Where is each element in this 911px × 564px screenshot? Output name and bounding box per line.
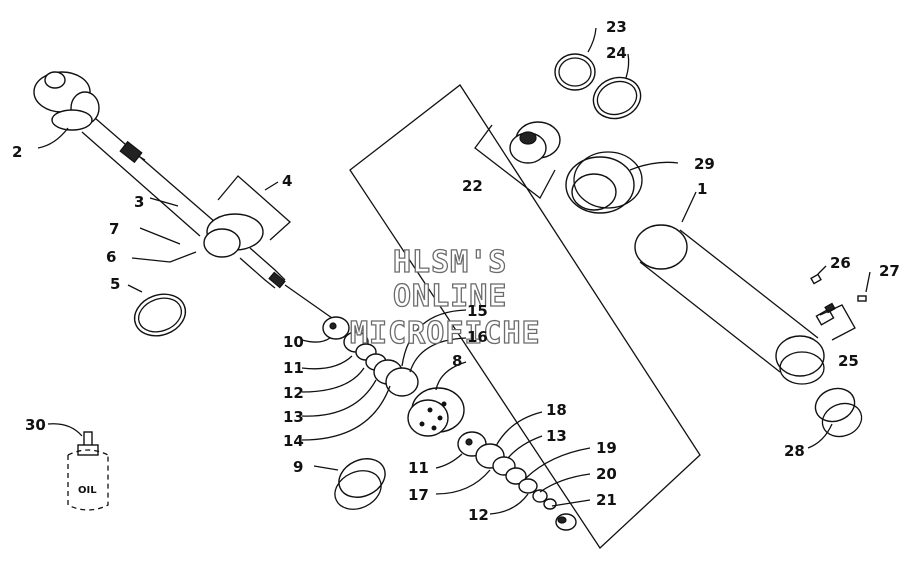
callout-14: 14 — [283, 432, 304, 450]
part-washer-stack-lower — [457, 431, 577, 531]
oil-label: OIL — [78, 485, 97, 496]
watermark-line-3: MICROFICHE — [350, 316, 541, 351]
part-oil-bottle — [67, 431, 109, 511]
callout-27: 27 — [879, 262, 900, 280]
callout-15: 15 — [467, 302, 488, 320]
part-seal-head — [509, 121, 561, 164]
callout-30: 30 — [25, 416, 46, 434]
callout-12-b: 12 — [468, 506, 489, 524]
callout-labels: 1 2 3 4 5 6 7 8 9 10 11 11 12 12 13 13 1… — [12, 18, 900, 524]
leader-lines — [37, 27, 871, 515]
part-body-cylinder — [634, 224, 825, 385]
callout-16: 16 — [467, 328, 488, 346]
part-valve — [810, 273, 867, 326]
callout-24: 24 — [606, 44, 627, 62]
part-bushing — [814, 387, 863, 438]
part-seal-ring-23 — [554, 53, 596, 91]
callout-25: 25 — [838, 352, 859, 370]
callout-13-a: 13 — [283, 408, 304, 426]
callout-22: 22 — [462, 177, 483, 195]
watermark: HLSM'S ONLINE MICROFICHE — [349, 244, 541, 351]
callout-2: 2 — [12, 143, 22, 161]
callout-28: 28 — [784, 442, 805, 460]
callout-1: 1 — [697, 180, 707, 198]
part-seal-ring-24 — [592, 76, 642, 120]
part-washer-stack-upper — [322, 316, 419, 397]
callout-17: 17 — [408, 486, 429, 504]
watermark-line-1: HLSM'S — [393, 245, 507, 280]
bracket-22 — [474, 124, 556, 199]
callout-18: 18 — [546, 401, 567, 419]
callout-13-b: 13 — [546, 427, 567, 445]
callout-23: 23 — [606, 18, 627, 36]
part-shaft — [81, 117, 216, 237]
callout-11-a: 11 — [283, 359, 304, 377]
callout-19: 19 — [596, 439, 617, 457]
watermark-line-2: ONLINE — [393, 279, 507, 314]
callout-9: 9 — [293, 458, 303, 476]
callout-7: 7 — [109, 220, 119, 238]
callout-10: 10 — [283, 333, 304, 351]
callout-11-b: 11 — [408, 459, 429, 477]
part-cap — [565, 151, 643, 214]
part-clevis-eye — [33, 71, 100, 131]
assembly-group-bracket — [349, 84, 701, 549]
part-piston-ring — [334, 458, 386, 510]
callout-20: 20 — [596, 465, 617, 483]
callout-29: 29 — [694, 155, 715, 173]
callout-3: 3 — [134, 193, 144, 211]
callout-8: 8 — [452, 352, 462, 370]
bracket-4 — [217, 175, 291, 241]
callout-5: 5 — [110, 275, 120, 293]
callout-6: 6 — [106, 248, 116, 266]
callout-26: 26 — [830, 254, 851, 272]
part-o-ring — [133, 293, 187, 337]
part-piston — [407, 387, 465, 437]
callout-12-a: 12 — [283, 384, 304, 402]
bracket-25 — [819, 304, 856, 341]
callout-4: 4 — [282, 172, 292, 190]
callout-21: 21 — [596, 491, 617, 509]
part-piston-body — [203, 213, 286, 289]
